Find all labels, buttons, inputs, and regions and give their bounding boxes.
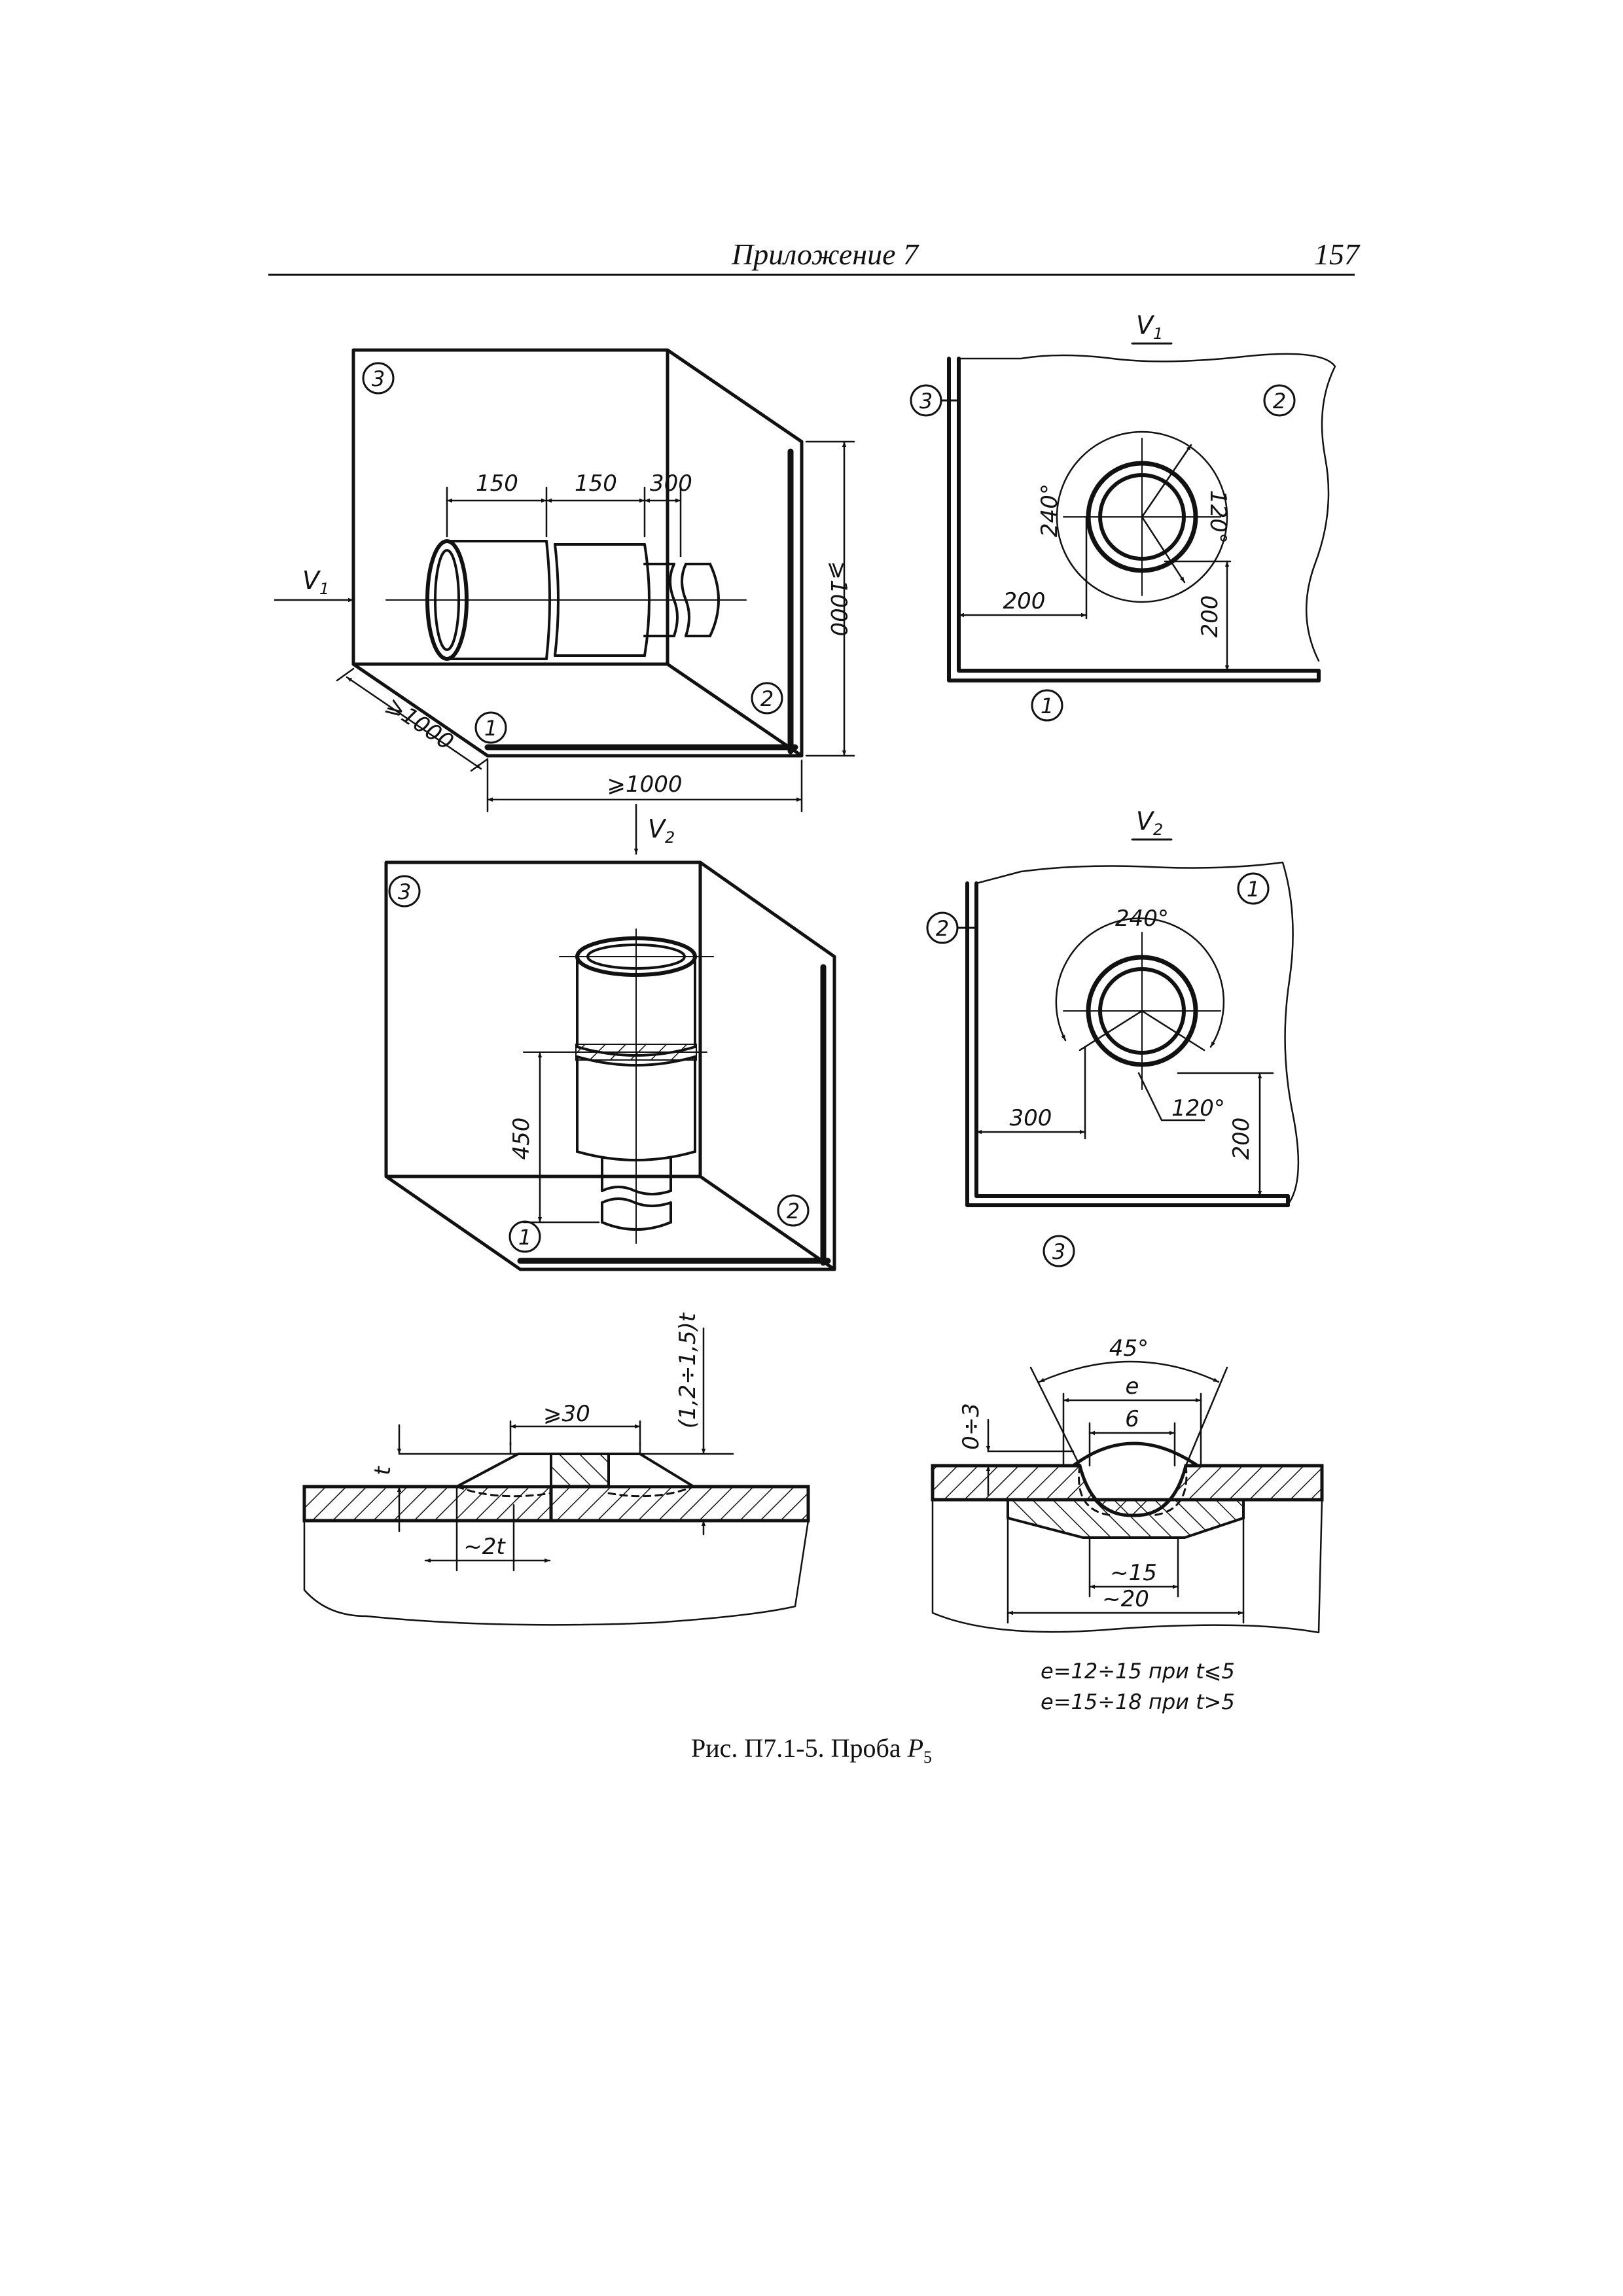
fig4-view-v2: V 2: [926, 807, 1300, 1267]
fig1-callouts: 3 1 2: [362, 362, 783, 744]
fig3-view-label: V: [648, 815, 667, 843]
page-number: 157: [1314, 238, 1359, 271]
fig1-dim-150b: 150: [575, 470, 617, 497]
fig3-callout-3: 3: [398, 879, 411, 904]
fig6-backing: [1007, 1498, 1245, 1539]
fig5-dim-12-15t: (1,2÷1,5)t: [675, 1312, 701, 1428]
fig3-pipe: [523, 928, 714, 1244]
fig1-view-label-sub: 1: [319, 580, 329, 598]
fig6-weld-cap: [1071, 1441, 1200, 1468]
fig6-note-1: e=12÷15 при t⩽5: [1041, 1659, 1235, 1684]
fig2-callout-3: 3: [919, 389, 933, 414]
fig1-dim-depth: ⩾1000: [381, 692, 458, 755]
fig2-dim-200-y: 200: [1197, 595, 1223, 638]
fig3-box-edges: [384, 860, 836, 1271]
fig6-dim-e: e: [1126, 1373, 1139, 1400]
fig4-angle-120: 120°: [1171, 1095, 1225, 1122]
header-title: Приложение 7: [732, 238, 919, 271]
fig4-title: V: [1136, 807, 1155, 836]
fig2-callout-2: 2: [1273, 389, 1286, 414]
fig3-view-label-sub: 2: [665, 828, 675, 847]
caption-subscript: 5: [923, 1748, 933, 1767]
fig1-dim-300: 300: [650, 470, 692, 497]
fig3-dim-450: 450: [508, 1118, 535, 1160]
fig5-plate: [302, 1485, 810, 1523]
caption-text: Рис. П7.1-5. Проба: [690, 1733, 908, 1763]
fig4-dim-200: 200: [1228, 1118, 1255, 1160]
fig2-callout-1: 1: [1041, 694, 1054, 718]
fig5-dim-t: t: [370, 1466, 396, 1475]
fig4-callout-2: 2: [936, 916, 949, 941]
fig5-dim-30: ⩾30: [543, 1401, 590, 1427]
fig3-callout-1: 1: [518, 1225, 531, 1250]
fig2-title-sub: 1: [1153, 325, 1163, 343]
fig5-pipe-wall: [550, 1453, 610, 1488]
fig2-view-v1: V 1: [910, 311, 1336, 722]
fig6-angle-45: 45°: [1109, 1335, 1149, 1362]
fig1-view-label: V: [302, 566, 321, 595]
fig1-callout-2: 2: [760, 686, 774, 711]
fig1-callout-3: 3: [372, 366, 385, 391]
fig1-dim-150a: 150: [476, 470, 518, 497]
fig1-isometric-horizontal: 150 150 300 ⩾1000 ⩾1000 ⩾1000 V 1 3 1 2: [274, 348, 855, 813]
fig2-angle-240: 240°: [1037, 484, 1063, 537]
fig4-callout-1: 1: [1247, 877, 1260, 902]
fig4-dim-300: 300: [1010, 1105, 1052, 1131]
fig1-box-edges: [351, 348, 804, 758]
fig3-dimensions: [522, 804, 639, 1224]
fig1-dim-width: ⩾1000: [607, 771, 682, 798]
fig6-dim-0-3: 0÷3: [958, 1403, 984, 1450]
fig2-dim-200-x: 200: [1003, 588, 1046, 614]
fig6-plug-weld-section: 45° e 6 0÷3 ~15 ~20 e=12÷15 при t⩽5 e=15…: [931, 1335, 1324, 1714]
fig5-dimensions: [397, 1327, 734, 1572]
fig1-dim-height: ⩾1000: [825, 561, 851, 636]
fig6-dim-6: 6: [1125, 1406, 1139, 1432]
fig6-dimensions: [986, 1360, 1245, 1624]
fig2-pipe-section: [941, 399, 1232, 672]
fig5-dim-2t: ~2t: [463, 1534, 506, 1560]
fig4-callout-3: 3: [1052, 1239, 1065, 1264]
fig6-dim-20: ~20: [1102, 1586, 1149, 1612]
fig1-dimensions: [274, 440, 855, 813]
fig3-callout-2: 2: [787, 1199, 800, 1224]
fig2-title: V: [1136, 311, 1155, 340]
caption-symbol: P: [907, 1733, 924, 1763]
fig6-dim-15: ~15: [1110, 1560, 1157, 1586]
fig4-title-sub: 2: [1153, 821, 1163, 839]
fig4-pipe-section: [957, 917, 1274, 1197]
fig5-fillet-weld-section: ⩾30 t ~2t (1,2÷1,5)t: [302, 1312, 810, 1626]
fig3-back-wall: [384, 860, 702, 1178]
fig2-angle-120: 120°: [1205, 490, 1231, 544]
fig3-weld-seam: [575, 1044, 697, 1061]
figure-caption: Рис. П7.1-5. Проба P5: [0, 1733, 1623, 1767]
fig1-pipe: [385, 539, 747, 661]
fig2-callouts: 3 2 1: [910, 384, 1296, 722]
fig4-angle-240: 240°: [1115, 906, 1169, 932]
fig1-callout-1: 1: [484, 716, 497, 741]
fig4-callouts: 2 1 3: [926, 872, 1270, 1267]
fig3-isometric-vertical: 450 V 2 3 1 2: [384, 804, 836, 1271]
fig6-note-2: e=15÷18 при t>5: [1041, 1689, 1235, 1714]
fig3-callouts: 3 1 2: [388, 875, 810, 1253]
fig1-back-wall: [351, 348, 669, 666]
